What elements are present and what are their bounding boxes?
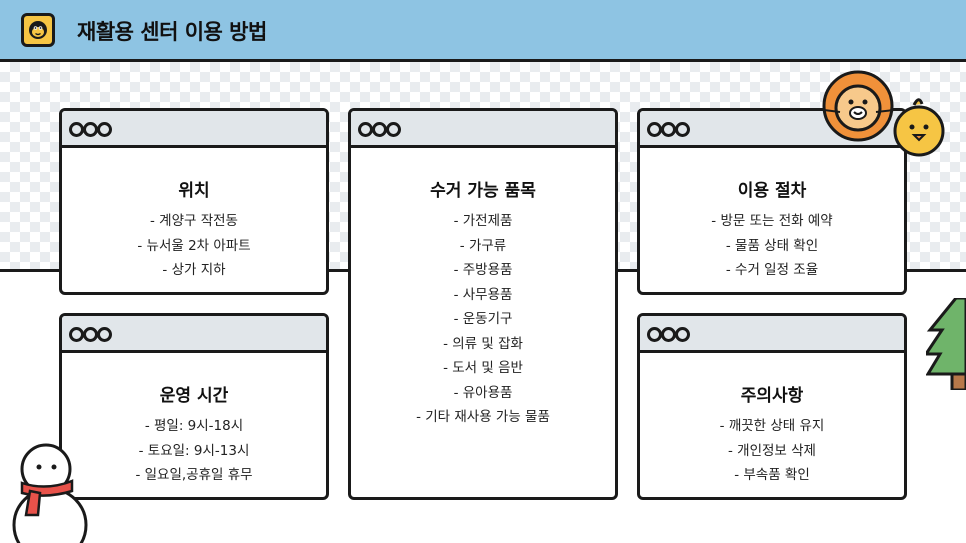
window-dot-icon [358, 122, 373, 137]
list-item: - 평일: 9시-18시 [144, 418, 244, 434]
list-item: - 상가 지하 [162, 262, 226, 278]
window-titlebar [351, 111, 615, 148]
window-titlebar [640, 316, 904, 353]
list-item: - 사무용품 [453, 286, 513, 303]
items-window: 수거 가능 품목 - 가전제품 - 가구류 - 주방용품 - 사무용품 - 운동… [348, 108, 618, 500]
list-item: - 가구류 [459, 237, 507, 254]
list-item: - 토요일: 9시-13시 [138, 442, 250, 459]
list-item: - 부속품 확인 [734, 467, 810, 483]
window-dot-icon [661, 122, 676, 137]
list-item: - 의류 및 잡화 [443, 335, 523, 352]
notice-window: 주의사항 - 깨끗한 상태 유지 - 개인정보 삭제 - 부속품 확인 [637, 313, 907, 500]
window-titlebar [62, 316, 326, 353]
window-dot-icon [372, 122, 387, 137]
process-window: 이용 절차 - 방문 또는 전화 예약 - 물품 상태 확인 - 수거 일정 조… [637, 108, 907, 295]
list-item: - 뉴서울 2차 아파트 [137, 237, 251, 254]
list-item: - 도서 및 음반 [443, 360, 523, 376]
window-dot-icon [97, 122, 112, 137]
list-item: - 개인정보 삭제 [728, 442, 816, 459]
list-item: - 수거 일정 조율 [725, 262, 819, 278]
window-dot-icon [647, 327, 662, 342]
window-dot-icon [386, 122, 401, 137]
window-dot-icon [97, 327, 112, 342]
window-dot-icon [647, 122, 662, 137]
hours-window: 운영 시간 - 평일: 9시-18시 - 토요일: 9시-13시 - 일요일,공… [59, 313, 329, 500]
list-item: - 주방용품 [453, 262, 513, 278]
items-title: 수거 가능 품목 [430, 181, 536, 201]
location-window: 위치 - 계양구 작전동 - 뉴서울 2차 아파트 - 상가 지하 [59, 108, 329, 295]
window-dot-icon [83, 122, 98, 137]
tree-sticker-icon [926, 298, 966, 390]
page-title: 재활용 센터 이용 방법 [77, 20, 267, 44]
notice-title: 주의사항 [740, 386, 804, 406]
list-item: - 운동기구 [453, 311, 513, 327]
window-dot-icon [675, 122, 690, 137]
window-dot-icon [661, 327, 676, 342]
window-titlebar [62, 111, 326, 148]
list-item: - 일요일,공휴일 휴무 [135, 467, 253, 483]
monkey-face-icon [21, 13, 55, 47]
list-item: - 물품 상태 확인 [725, 237, 819, 254]
list-item: - 계양구 작전동 [150, 213, 238, 229]
lion-sticker-icon [822, 70, 895, 142]
list-item: - 방문 또는 전화 예약 [711, 213, 833, 229]
header-bar: 재활용 센터 이용 방법 [0, 0, 966, 62]
location-title: 위치 [178, 181, 210, 201]
chick-sticker-icon [893, 98, 945, 157]
window-dot-icon [83, 327, 98, 342]
window-dot-icon [69, 327, 84, 342]
snowman-sticker-icon [12, 443, 88, 543]
hours-title: 운영 시간 [159, 386, 229, 406]
list-item: - 유아용품 [453, 384, 513, 401]
window-dot-icon [69, 122, 84, 137]
list-item: - 기타 재사용 가능 물품 [416, 409, 550, 425]
process-title: 이용 절차 [737, 181, 807, 201]
list-item: - 깨끗한 상태 유지 [719, 418, 825, 434]
window-dot-icon [675, 327, 690, 342]
list-item: - 가전제품 [453, 213, 513, 229]
